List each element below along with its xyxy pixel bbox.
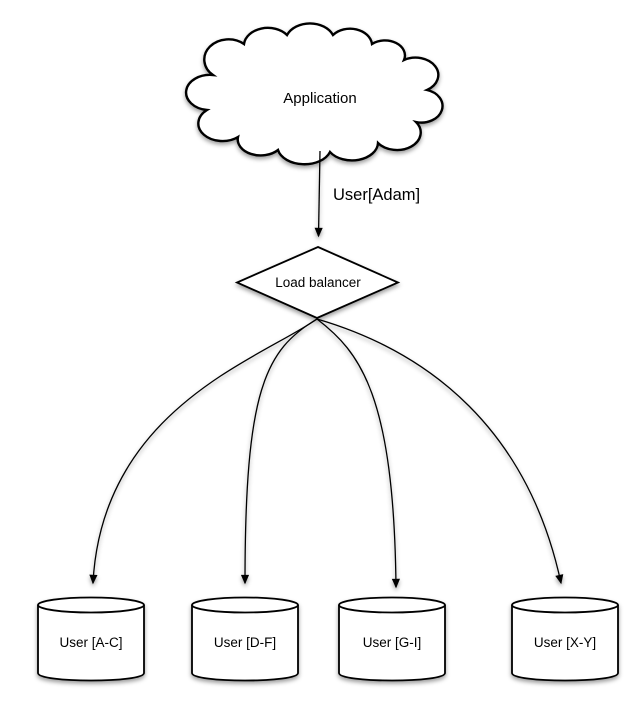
cylinder-top [191,596,299,614]
cylinder-top [338,596,446,614]
edge-lb-to-shard-3 [316,318,400,589]
edge-lb-to-shard-4 [316,318,564,585]
load-balancer-diamond-shape [234,246,401,319]
edge-application-to-load-balancer [314,150,323,238]
edge-lb-to-shard-2 [240,318,318,585]
cylinder-body [37,605,145,682]
cylinder-body [338,605,446,682]
shard-4-label: User [X-Y] [534,635,596,650]
application-label: Application [283,90,356,107]
shard-3-label: User [G-I] [363,635,422,650]
shard-3-cylinder [338,596,446,682]
load-balancer-label: Load balancer [275,275,361,290]
cylinder-top [511,596,619,614]
edge-label-user-adam: User[Adam] [333,186,420,204]
cylinder-top [37,596,145,614]
shard-1-cylinder [37,596,145,682]
application-cloud-shape [184,22,444,166]
edge-lb-to-shard-1 [89,318,318,585]
shard-2-label: User [D-F] [214,635,276,650]
cylinder-body [511,605,619,682]
cylinder-body [191,605,299,682]
shard-2-cylinder [191,596,299,682]
shard-4-cylinder [511,596,619,682]
shard-1-label: User [A-C] [59,635,122,650]
